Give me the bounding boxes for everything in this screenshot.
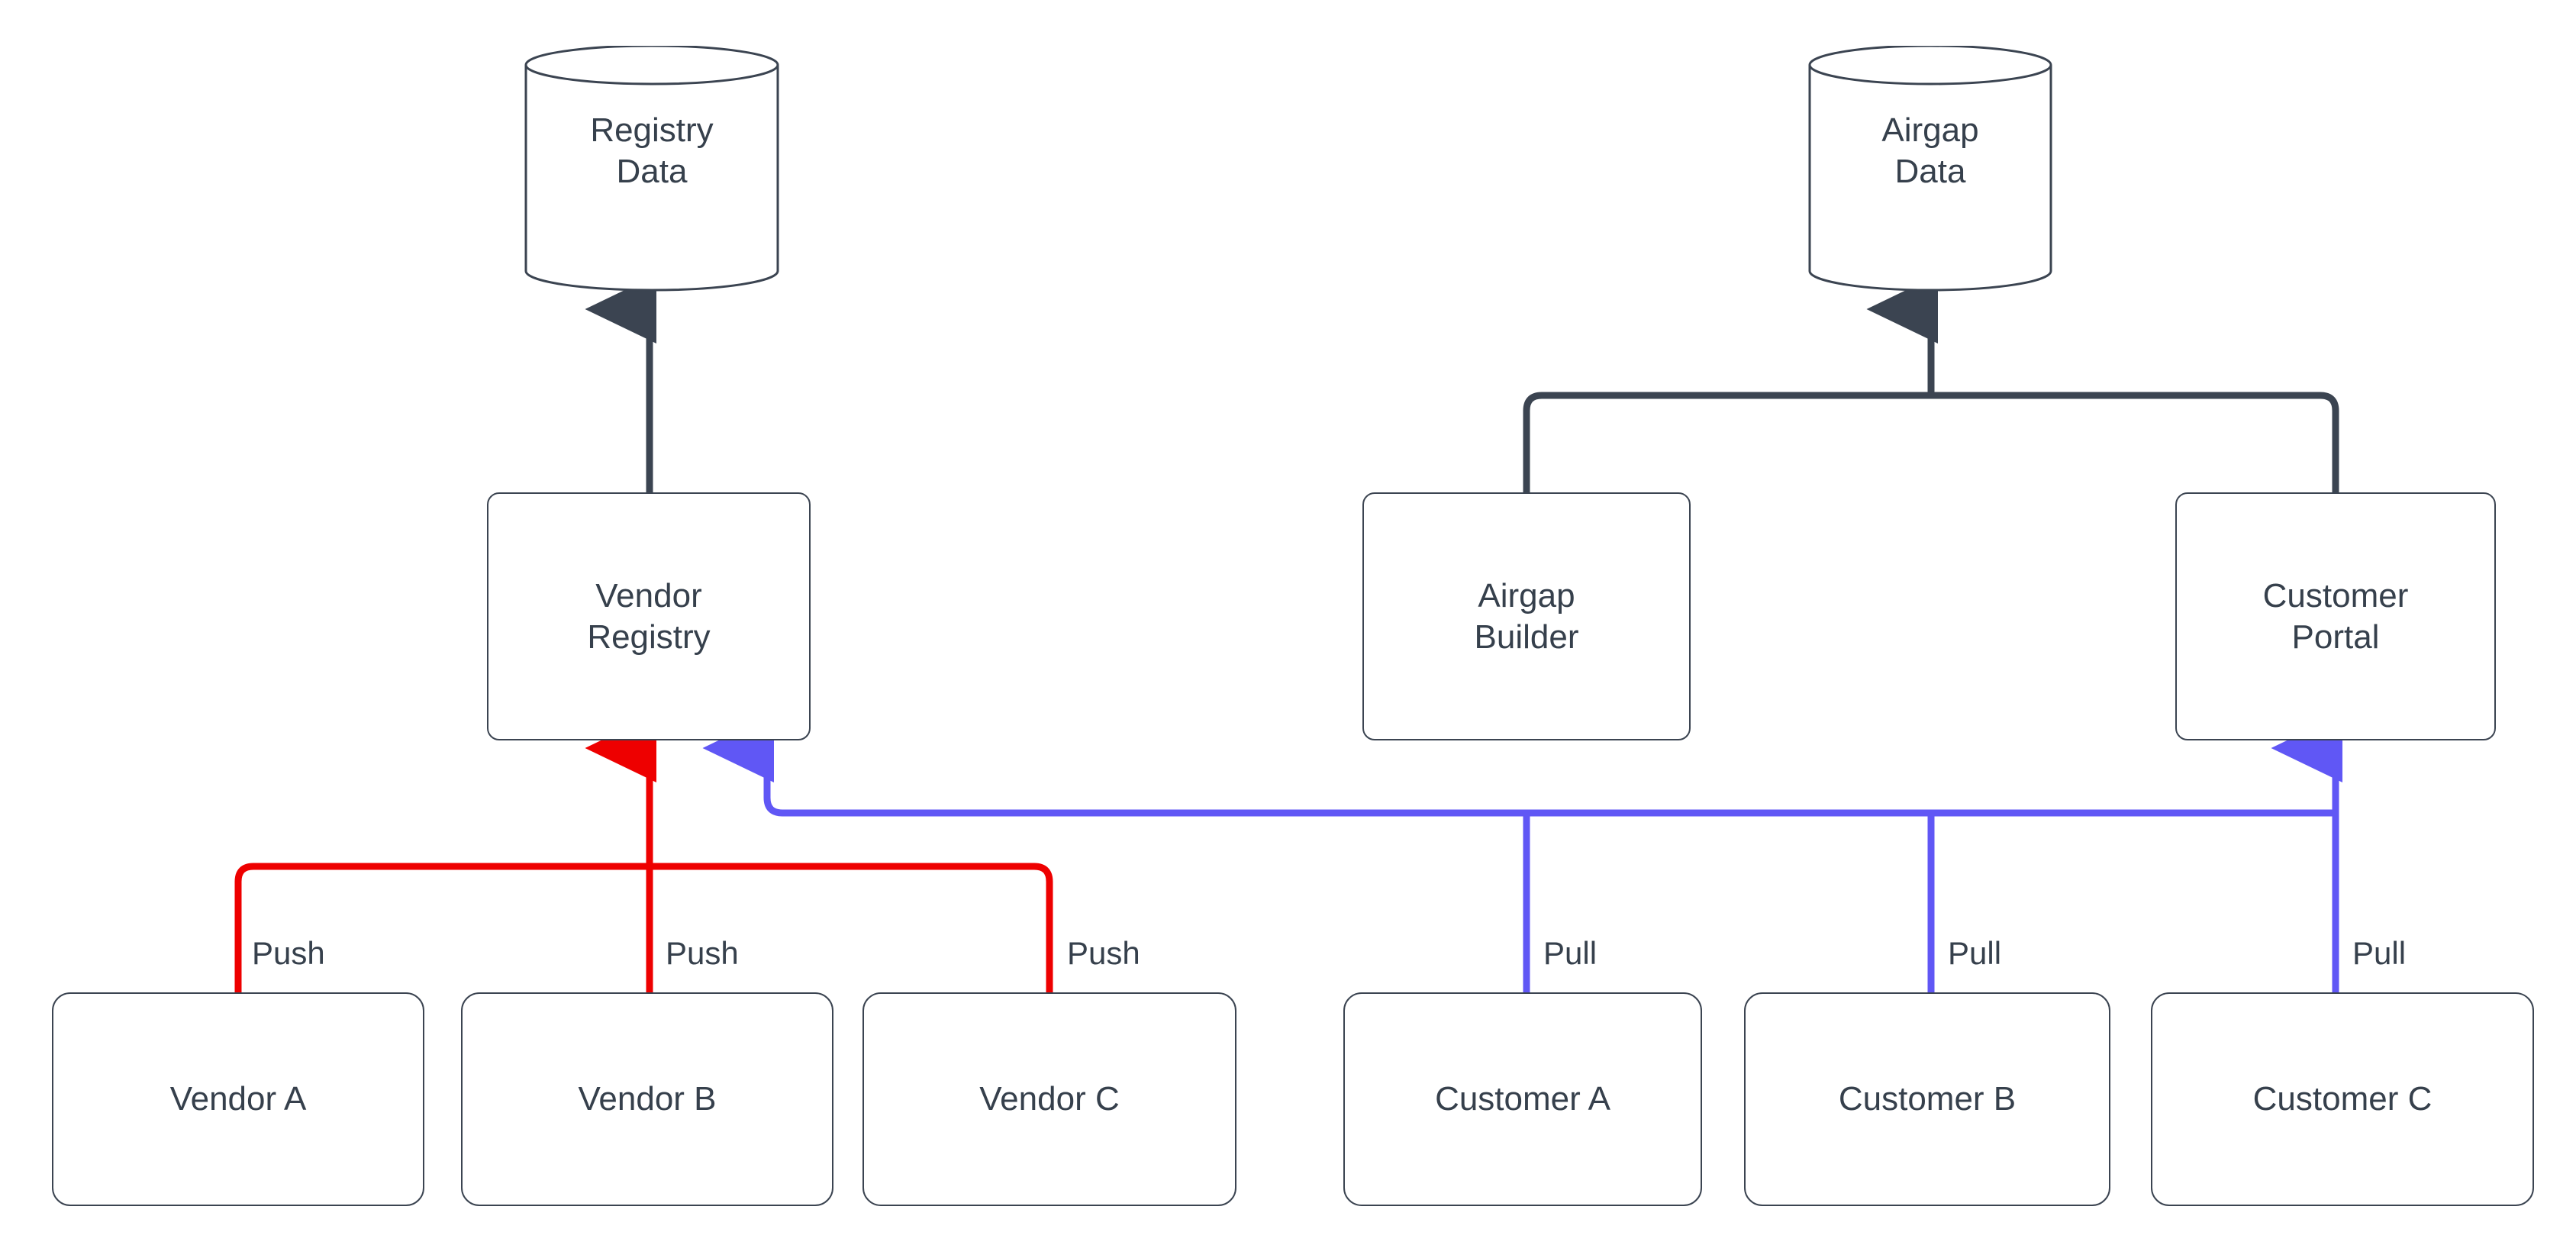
edge-airgap-builder-to-trunk bbox=[1523, 392, 1931, 492]
edge-label-pull-customer-a: Pull bbox=[1543, 935, 1598, 971]
actor-label: Customer C bbox=[2252, 1080, 2433, 1118]
actor-vendor-b[interactable]: Vendor B bbox=[461, 992, 833, 1206]
actor-label: Customer A bbox=[1435, 1080, 1610, 1118]
service-customer-portal[interactable]: Customer Portal bbox=[2175, 492, 2496, 740]
datastore-registry-data[interactable]: Registry Data bbox=[524, 44, 780, 298]
actor-customer-b[interactable]: Customer B bbox=[1744, 992, 2110, 1206]
actor-label: Customer B bbox=[1838, 1080, 2017, 1118]
edge-label-push-vendor-a: Push bbox=[252, 935, 325, 971]
edge-label-push-vendor-b: Push bbox=[666, 935, 739, 971]
datastore-label: Registry Data bbox=[590, 111, 714, 190]
edge-label-push-vendor-c: Push bbox=[1067, 935, 1140, 971]
service-label: Airgap Builder bbox=[1474, 576, 1579, 656]
service-vendor-registry[interactable]: Vendor Registry bbox=[487, 492, 811, 740]
edge-pull-to-vendor-registry bbox=[702, 713, 783, 817]
edge-label-pull-customer-b: Pull bbox=[1948, 935, 2002, 971]
service-airgap-builder[interactable]: Airgap Builder bbox=[1362, 492, 1691, 740]
service-label: Vendor Registry bbox=[587, 576, 711, 656]
actor-label: Vendor B bbox=[578, 1080, 717, 1118]
edge-vendor-a-push bbox=[234, 863, 650, 992]
actor-customer-c[interactable]: Customer C bbox=[2151, 992, 2534, 1206]
service-label: Customer Portal bbox=[2262, 576, 2409, 656]
edge-customer-portal-to-trunk bbox=[1931, 392, 2339, 492]
actor-customer-a[interactable]: Customer A bbox=[1343, 992, 1702, 1206]
datastore-label: Airgap Data bbox=[1881, 111, 1979, 190]
actor-vendor-c[interactable]: Vendor C bbox=[862, 992, 1236, 1206]
datastore-airgap-data[interactable]: Airgap Data bbox=[1807, 44, 2053, 298]
actor-label: Vendor A bbox=[169, 1080, 307, 1118]
actor-label: Vendor C bbox=[979, 1080, 1120, 1118]
edge-label-pull-customer-c: Pull bbox=[2352, 935, 2407, 971]
actor-vendor-a[interactable]: Vendor A bbox=[52, 992, 424, 1206]
edge-vendor-c-push bbox=[650, 863, 1053, 992]
